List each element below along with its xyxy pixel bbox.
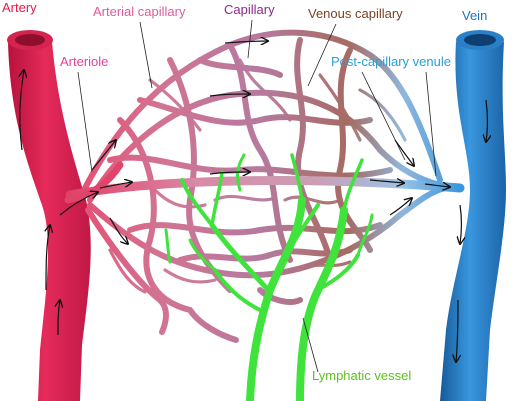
venous-capillary-label: Venous capillary — [308, 6, 403, 21]
arterial-capillary-label: Arterial capillary — [93, 4, 186, 19]
flow-arrows — [20, 41, 488, 362]
vein-vessel — [440, 30, 506, 401]
artery-vessel — [7, 30, 91, 401]
arteriole-label: Arteriole — [60, 54, 109, 69]
label-leader-lines — [77, 19, 437, 373]
post-capillary-venule-label: Post-capillary venule — [331, 54, 451, 69]
capillary-network — [64, 29, 465, 343]
vein-label: Vein — [462, 8, 488, 23]
lymphatic-vessel-label: Lymphatic vessel — [312, 368, 412, 383]
capillary-label: Capillary — [224, 2, 275, 17]
lymphatic-network — [164, 153, 374, 401]
artery-label: Artery — [2, 0, 37, 15]
